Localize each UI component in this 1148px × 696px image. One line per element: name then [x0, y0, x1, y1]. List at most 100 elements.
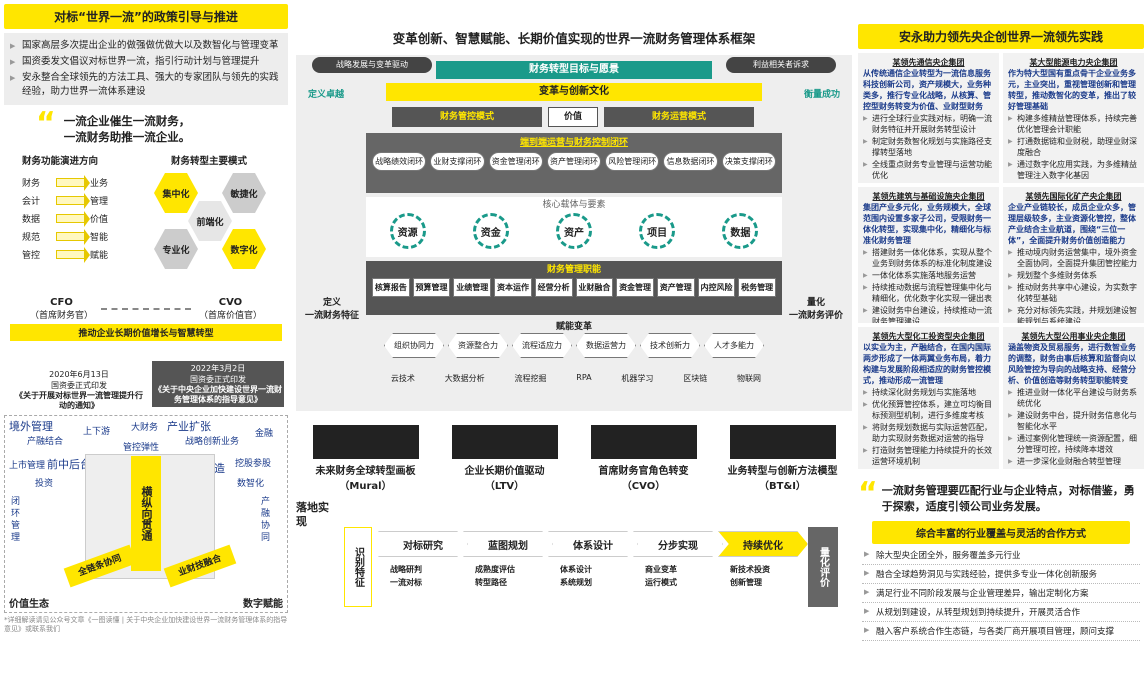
arrow-icon [56, 192, 90, 209]
model-card: 首席财务官角色转变（CVO） [581, 425, 707, 495]
change-title: 赋能变革 [555, 322, 592, 332]
right-quote: “ 一流财务管理要匹配行业与企业特点，对标借鉴，勇于探索，适度引领公司业务发展。 [858, 476, 1144, 515]
def-right: 量化 一流财务评价 [786, 295, 846, 321]
case-desc: 以实业为主，产融结合，在国内国际两步形成了一体两翼业务布局，着力构建与发展阶段相… [863, 343, 991, 385]
case-bullet: 持续深化财务规划与实施落地 [863, 387, 994, 398]
case-card: 某领先建筑与基础设施央企集团集团产业多元化，业务规模大，全球范围内设置多家子公司… [858, 187, 999, 323]
model-name: 未来财务全球转型画板 [315, 466, 416, 477]
step-chevron: 对标研究 [378, 531, 468, 557]
cube-word: 产融结合 [27, 437, 64, 447]
case-bullet: 通过数字化应用实践，为多维精益管理注入数字化基因 [1008, 159, 1139, 181]
cube-word: 境外管理 [9, 420, 53, 433]
case-bullet: 推动财务数智化平台打造 [863, 182, 994, 183]
quote-mark-icon: “ [36, 106, 56, 141]
case-desc: 企业产业链较长，成员企业众多，管理层级较多，主业资源化管控，整体产业结合主业航道… [1008, 203, 1136, 245]
case-bullet: 建设财务中台建设，持续推动一流财务管理建设 [863, 305, 994, 323]
model-card: 业务转型与创新方法模型（BT&I） [720, 425, 846, 495]
direction-row: 财务业务 [22, 173, 134, 191]
model-card: 企业长期价值驱动 （LTV） [442, 425, 568, 495]
case-card: 某大型能源电力央企集团作为特大型国有重点骨干企业业务多元，主业突出，重视管理创新… [1003, 53, 1144, 183]
case-title: 某领先建筑与基础设施央企集团 [872, 192, 985, 201]
def-left-line: 定义 [322, 298, 341, 308]
policy-bullet: 国家高层多次提出企业的做强做优做大以及数智化与管理变革 [10, 39, 282, 53]
func-section: 财务管理职能 核算报告预算管理业绩管理资本运作经营分析业财融合资金管理资产管理内… [366, 261, 782, 315]
step-item: 运行模式 [645, 578, 677, 587]
func-item: 预算管理 [412, 278, 451, 297]
def-left-line: 一流财务特征 [304, 311, 359, 321]
case-bullet: 通过案例化管理统一资源配置，细分管理可控，持续降本增效 [1008, 433, 1139, 455]
case-card: 某领先大型化工投资型央企集团以实业为主，产融结合，在国内国际两步形成了一体两翼业… [858, 327, 999, 469]
model-thumbnail [451, 425, 558, 459]
step-chevron: 分步实现 [633, 531, 723, 557]
coop-item: 除大型央企团全外，服务覆盖多元行业 [862, 546, 1140, 565]
coop-title: 综合丰富的行业覆盖与灵活的合作方式 [872, 521, 1130, 544]
func-title: 财务管理职能 [546, 265, 601, 275]
coop-item: 融合全球趋势洞见与实践经验，提供多专业一体化创新服务 [862, 565, 1140, 584]
step-item: 成熟度评估 [475, 565, 515, 574]
step-item: 新技术投资 [730, 565, 770, 574]
carrier-title: 核心载体与要素 [542, 200, 606, 210]
model-code: （LTV） [484, 481, 525, 492]
coop-item: 融入客户系统合作生态链，与各类厂商开展项目管理，顾问支撑 [862, 622, 1140, 641]
cube-bottom-right: 数字赋能 [243, 599, 283, 610]
cube-word: 数智化 [237, 479, 265, 489]
enabler-item: 组织协同力 [384, 333, 444, 358]
cube-word: 上下游 [83, 427, 111, 437]
evaluate-box: 量化评价 [808, 527, 838, 607]
case-bullet: 推动境内财务运营集中，境外资金全面协同，全面提升集团管控能力 [1008, 247, 1139, 269]
loop-item: 信息数据闭环 [663, 152, 718, 171]
direction-to: 业务 [90, 178, 109, 189]
step-item: 创新管理 [730, 578, 762, 587]
tech-item: 机器学习 [621, 374, 654, 383]
coop-item: 从规划到建设，从转型规划到持续提升，开展灵活合作 [862, 603, 1140, 622]
direction-to: 价值 [90, 214, 109, 225]
step-chevron: 持续优化 [718, 531, 808, 557]
side-left: 定义卓越 [308, 90, 345, 100]
date2: 2022年3月2日 [190, 364, 246, 373]
arrow-icon [56, 228, 90, 245]
case-bullet: 进行全球行业实践对标，明确一流财务特征并开展财务转型设计 [863, 113, 994, 135]
carrier-circle: 数据 [722, 213, 759, 249]
step-items: 成熟度评估转型路径 [475, 563, 545, 589]
case-bullet: 打造财务管理能力持续提升的长效运营环境机制 [863, 445, 994, 467]
case-bullet: 建设财务中台，提升财务信息化与智能化水平 [1008, 410, 1139, 432]
case-bullet: 进一步深化业财融合转型管理 [1008, 456, 1139, 467]
quote-mark-icon: “ [858, 476, 878, 511]
direction-section: 财务功能演进方向 财务业务会计管理数据价值规范智能管控赋能 财务转型主要模式 集… [4, 153, 288, 293]
cube-diagram: 境外管理产融结合上下游大财务产业扩张战略创新业务金融上市管理前中后台管控弹性挖股… [4, 415, 288, 613]
direction-from: 管控 [22, 250, 41, 261]
left-title: 对标“世界一流”的政策引导与推进 [4, 4, 288, 29]
mode-panel: 财务转型主要模式 集中化 敏捷化 前端化 专业化 数字化 [134, 153, 284, 293]
tech-item: 区块链 [683, 374, 708, 383]
func-item: 经营分析 [534, 278, 573, 297]
cube-word: 投资 [35, 479, 54, 489]
arrow-icon [56, 210, 90, 227]
direction-list: 财务功能演进方向 财务业务会计管理数据价值规范智能管控赋能 [4, 153, 134, 293]
case-title: 某领先通信央企集团 [892, 58, 965, 67]
cube-word: 上市管理 [9, 461, 46, 471]
func-item: 核算报告 [372, 278, 410, 297]
date1-doc: 《关于开展对标世界一流管理提升行动的通知》 [15, 391, 143, 410]
date2-title: 国资委正式印发 [190, 375, 246, 384]
def-left: 定义 一流财务特征 [302, 295, 362, 321]
model-name: 企业长期价值驱动 [464, 466, 545, 477]
case-bullet: 制定财务数智化规划与实施路径支撑转型落地 [863, 136, 994, 158]
case-bullet: 规划整个多维财务体系 [1008, 270, 1139, 281]
enabler-item: 资源整合力 [448, 333, 508, 358]
case-title: 某领先大型化工投资型央企集团 [872, 332, 985, 341]
step-items: 战略研判一流对标 [390, 563, 460, 589]
cfo-title: CFO [50, 297, 73, 308]
coop-item: 满足行业不同阶段发展与企业管理差异，输出定制化方案 [862, 584, 1140, 603]
case-title: 某领先国际化矿产央企集团 [1025, 192, 1122, 201]
identify-box: 识别特征 [344, 527, 372, 607]
loop-item: 业财支撑闭环 [430, 152, 485, 171]
enabler-item: 人才多能力 [704, 333, 764, 358]
case-card: 某领先通信央企集团从传统通信企业转型为一流信息服务科技创新公司，资产规模大，业务… [858, 53, 999, 183]
left-quote: “ 一流企业催生一流财务， 一流财务助推一流企业。 [4, 106, 288, 145]
direction-from: 会计 [22, 196, 41, 207]
case-bullet: 搭建财务一体化体系，实现从整个业务到财务体系的标准化制度建设 [863, 247, 994, 269]
case-title: 某领先大型公用事业央企集团 [1021, 332, 1126, 341]
cfo-bar: 推动企业长期价值增长与智慧转型 [10, 324, 282, 341]
top-right-tag: 利益相关者诉求 [726, 57, 836, 73]
quote-line: 一流财务助推一流企业。 [63, 130, 191, 144]
